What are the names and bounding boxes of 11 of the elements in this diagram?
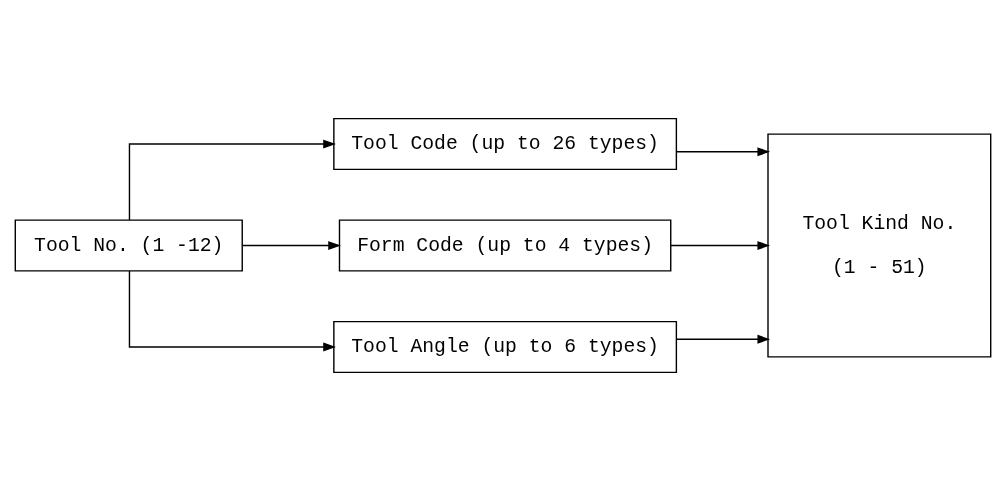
- arrow: [128, 269, 336, 351]
- node-box: Tool No. (1 -12): [14, 218, 243, 272]
- arrow: [242, 240, 341, 250]
- arrow: [676, 146, 771, 156]
- arrow: [670, 240, 771, 250]
- node-box: Tool Code (up to 26 types): [333, 117, 678, 170]
- node-box: Form Code (up to 4 types): [338, 218, 672, 272]
- node-box: Tool Kind No. (1 - 51): [767, 132, 992, 358]
- node-box: Tool Angle (up to 6 types): [333, 320, 678, 373]
- arrow: [128, 139, 336, 221]
- arrow: [676, 334, 771, 344]
